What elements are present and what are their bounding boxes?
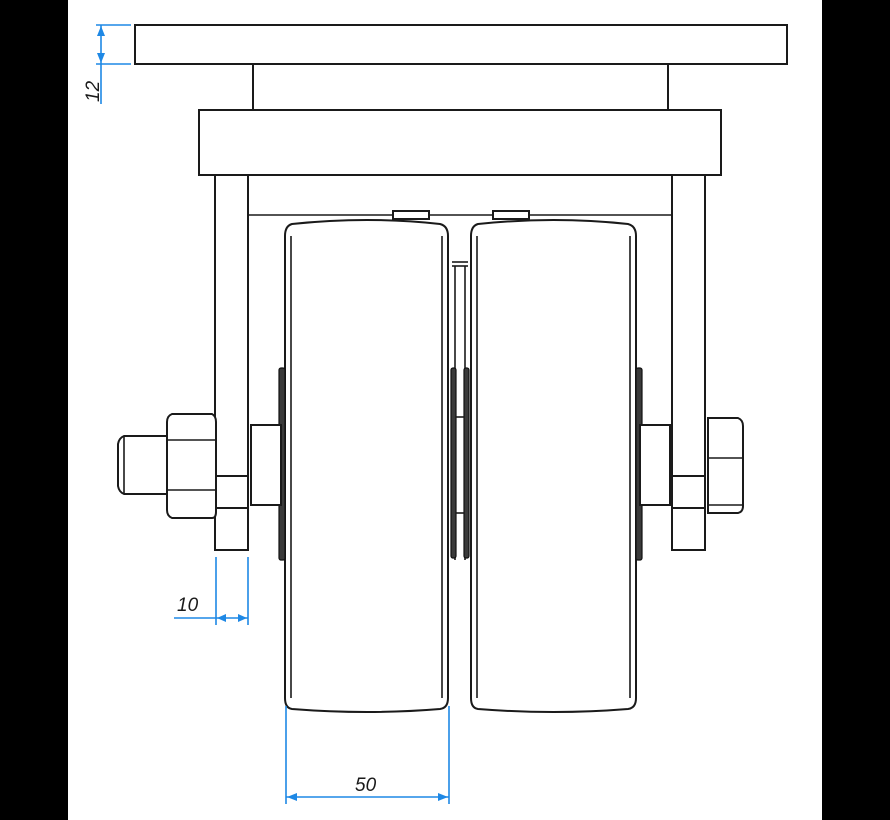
axle-spacer-right [639, 424, 671, 506]
dimension-12 [96, 24, 131, 104]
dimension-label-10: 10 [177, 595, 199, 616]
spacer-boss [392, 210, 430, 220]
axle-nut-left [166, 413, 217, 519]
axle-washer-left [214, 475, 249, 509]
axle-nut-right [707, 417, 744, 514]
dimension-50 [285, 706, 450, 804]
axle-washer-right [671, 475, 706, 509]
center-hub [450, 261, 470, 560]
dimension-label-50: 50 [355, 775, 377, 796]
wheel-right [470, 219, 637, 713]
spacer-boss [492, 210, 530, 220]
swivel-neck [252, 63, 669, 111]
axle-thread-end [117, 435, 168, 495]
fork-crown-plate [198, 109, 722, 176]
dimension-10 [174, 557, 249, 625]
dimension-label-12: 12 [83, 80, 104, 102]
top-plate [134, 24, 788, 65]
axle-spacer-left [250, 424, 282, 506]
wheel-left [284, 219, 449, 713]
